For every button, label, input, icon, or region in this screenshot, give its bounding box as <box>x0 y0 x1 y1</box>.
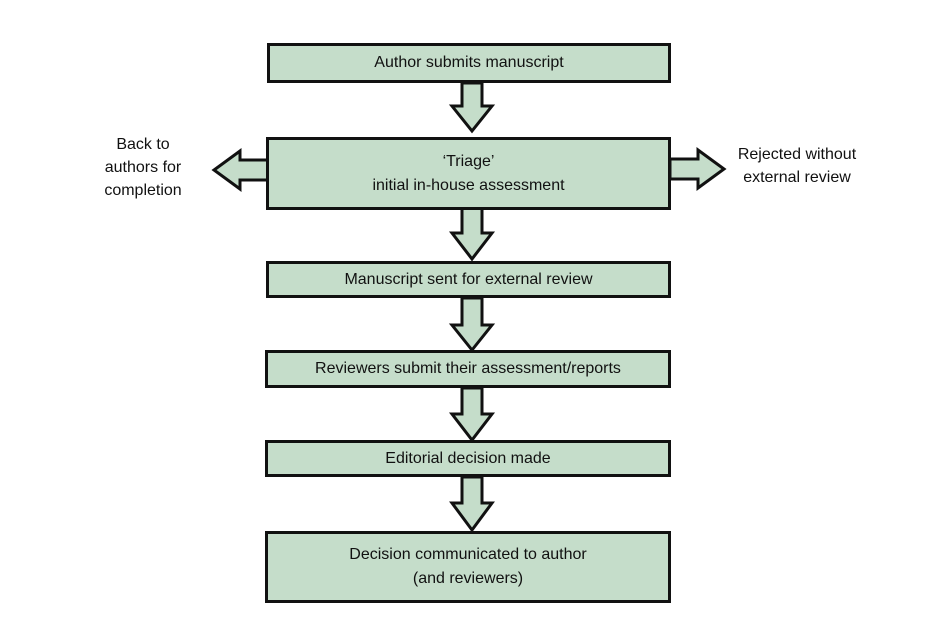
step-reviewers-submit: Reviewers submit their assessment/report… <box>265 350 671 388</box>
step-triage: ‘Triage’ initial in-house assessment <box>266 137 671 210</box>
arrow-right <box>668 147 727 191</box>
outcome-rejected-without-review: Rejected without external review <box>737 146 857 186</box>
step-external-review: Manuscript sent for external review <box>266 261 671 298</box>
step-editorial-decision: Editorial decision made <box>265 440 671 477</box>
step-decision-communicated-line1: Decision communicated to author <box>349 546 587 563</box>
step-author-submits-text: Author submits manuscript <box>374 54 564 71</box>
step-decision-communicated: Decision communicated to author (and rev… <box>265 531 671 603</box>
arrow-down-3 <box>448 296 496 353</box>
step-author-submits: Author submits manuscript <box>267 43 671 83</box>
arrow-down-1 <box>448 81 496 134</box>
arrow-down-4 <box>448 386 496 443</box>
step-external-review-text: Manuscript sent for external review <box>344 270 593 288</box>
step-reviewers-submit-text: Reviewers submit their assessment/report… <box>315 360 621 377</box>
step-triage-subtitle: initial in-house assessment <box>372 176 565 194</box>
step-editorial-decision-text: Editorial decision made <box>385 449 551 467</box>
arrow-down-5 <box>449 475 495 533</box>
outcome-back-to-authors: Back to authors for completion <box>104 136 182 199</box>
arrow-down-2 <box>448 206 496 262</box>
arrow-left <box>211 148 270 192</box>
step-decision-communicated-line2: (and reviewers) <box>412 570 524 587</box>
step-triage-title: ‘Triage’ <box>442 152 495 170</box>
